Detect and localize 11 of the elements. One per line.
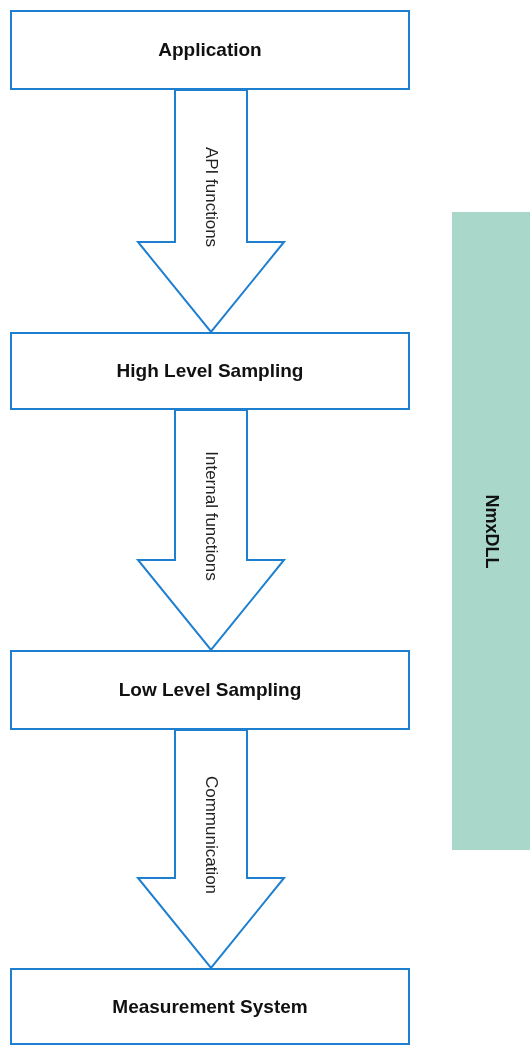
box-label: NmxDLL [480, 494, 502, 568]
box-label: Measurement System [112, 995, 308, 1018]
block-arrow [135, 89, 287, 334]
process-box [10, 650, 410, 730]
box-label: Low Level Sampling [118, 679, 302, 701]
box-label: Application [158, 39, 262, 61]
process-box [10, 332, 410, 410]
box-label: High Level Sampling [116, 360, 304, 382]
process-box [10, 968, 410, 1045]
process-box [10, 10, 410, 90]
side-band [452, 212, 530, 850]
